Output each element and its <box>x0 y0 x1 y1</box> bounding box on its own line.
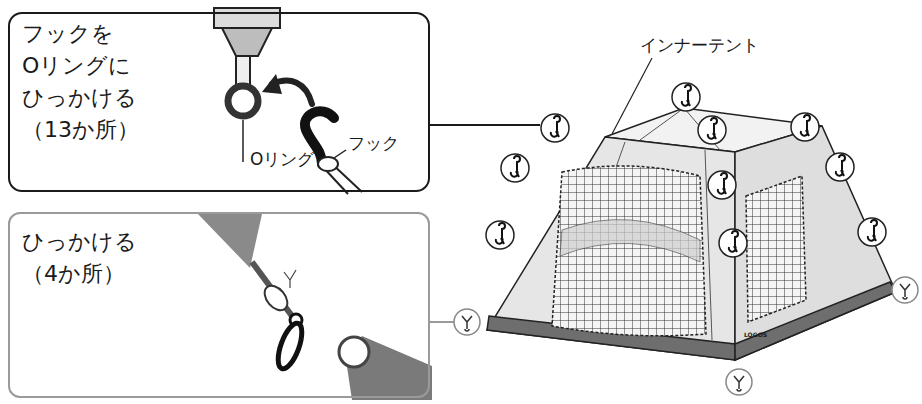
hook-marker <box>826 153 854 181</box>
hook-icon <box>729 231 738 252</box>
leader-line <box>430 321 454 323</box>
marker-circle <box>892 277 918 303</box>
carabiner <box>273 320 306 371</box>
leader-line <box>430 124 540 126</box>
hook-icon <box>496 223 505 244</box>
tent-seam <box>640 108 684 140</box>
callout-box: ひっかける （4か所） <box>8 212 430 398</box>
marker-circle <box>826 153 854 181</box>
stake-icon <box>462 316 472 331</box>
part-label: インナーテント <box>640 36 759 55</box>
stake-illustration <box>198 214 432 400</box>
hook-icon <box>551 116 560 137</box>
pole-tip <box>252 262 292 316</box>
inner-tent-leader <box>612 58 652 134</box>
mesh-door <box>552 166 706 336</box>
hook-marker <box>708 171 736 199</box>
tent-illustration <box>454 58 918 395</box>
hook-leader <box>334 150 346 158</box>
mesh-window <box>746 176 806 322</box>
hook-marker <box>672 83 700 111</box>
marker-circle <box>726 369 752 395</box>
hook-icon <box>868 220 877 241</box>
arrow-head <box>262 74 282 94</box>
o-ring <box>228 86 258 116</box>
callout-text: ひっかける （4か所） <box>22 226 150 290</box>
stake-marker <box>726 369 752 395</box>
marker-circle <box>698 116 726 144</box>
hook-marker <box>486 221 514 249</box>
brand-logo: LOGOS <box>744 332 767 339</box>
hook-marker <box>501 154 529 182</box>
door-fold <box>560 220 700 262</box>
marker-circle <box>486 221 514 249</box>
hook-marker <box>541 114 569 142</box>
pole-knob <box>260 281 292 314</box>
stake-marker <box>892 277 918 303</box>
marker-circle <box>541 114 569 142</box>
pole-end <box>214 8 280 28</box>
marker-circle <box>858 218 886 246</box>
pole-sleeve <box>198 214 262 268</box>
tent-side <box>735 126 896 360</box>
hook-marker <box>698 116 726 144</box>
hook-icon <box>801 115 810 136</box>
stake-marker <box>454 309 480 335</box>
tent-front <box>487 137 735 360</box>
pole-neck <box>222 28 272 56</box>
marker-circle <box>672 83 700 111</box>
hook-icon <box>836 155 845 176</box>
part-label: フック <box>348 134 399 153</box>
hook-marker <box>791 113 819 141</box>
marker-circle <box>708 171 736 199</box>
callout-box: フックを Oリングに ひっかける （13か所） <box>8 12 430 192</box>
hook-icon <box>718 173 727 194</box>
marker-circle <box>501 154 529 182</box>
part-label: Oリング <box>250 150 314 169</box>
hook-icon <box>708 118 717 139</box>
hook-icon <box>511 156 520 177</box>
stake-icon <box>734 376 744 391</box>
hook-illustration <box>214 8 362 194</box>
marker-circle <box>719 229 747 257</box>
hook-marker <box>719 229 747 257</box>
d-ring <box>339 337 369 367</box>
hook-icon <box>682 85 691 106</box>
cord-loop <box>318 157 338 171</box>
small-mark <box>284 270 296 288</box>
hook-marker <box>858 218 886 246</box>
marker-circle <box>454 309 480 335</box>
callout-text: フックを Oリングに ひっかける （13か所） <box>22 18 150 146</box>
stake-icon <box>900 284 910 299</box>
marker-circle <box>791 113 819 141</box>
o-ring-leader <box>242 120 244 162</box>
